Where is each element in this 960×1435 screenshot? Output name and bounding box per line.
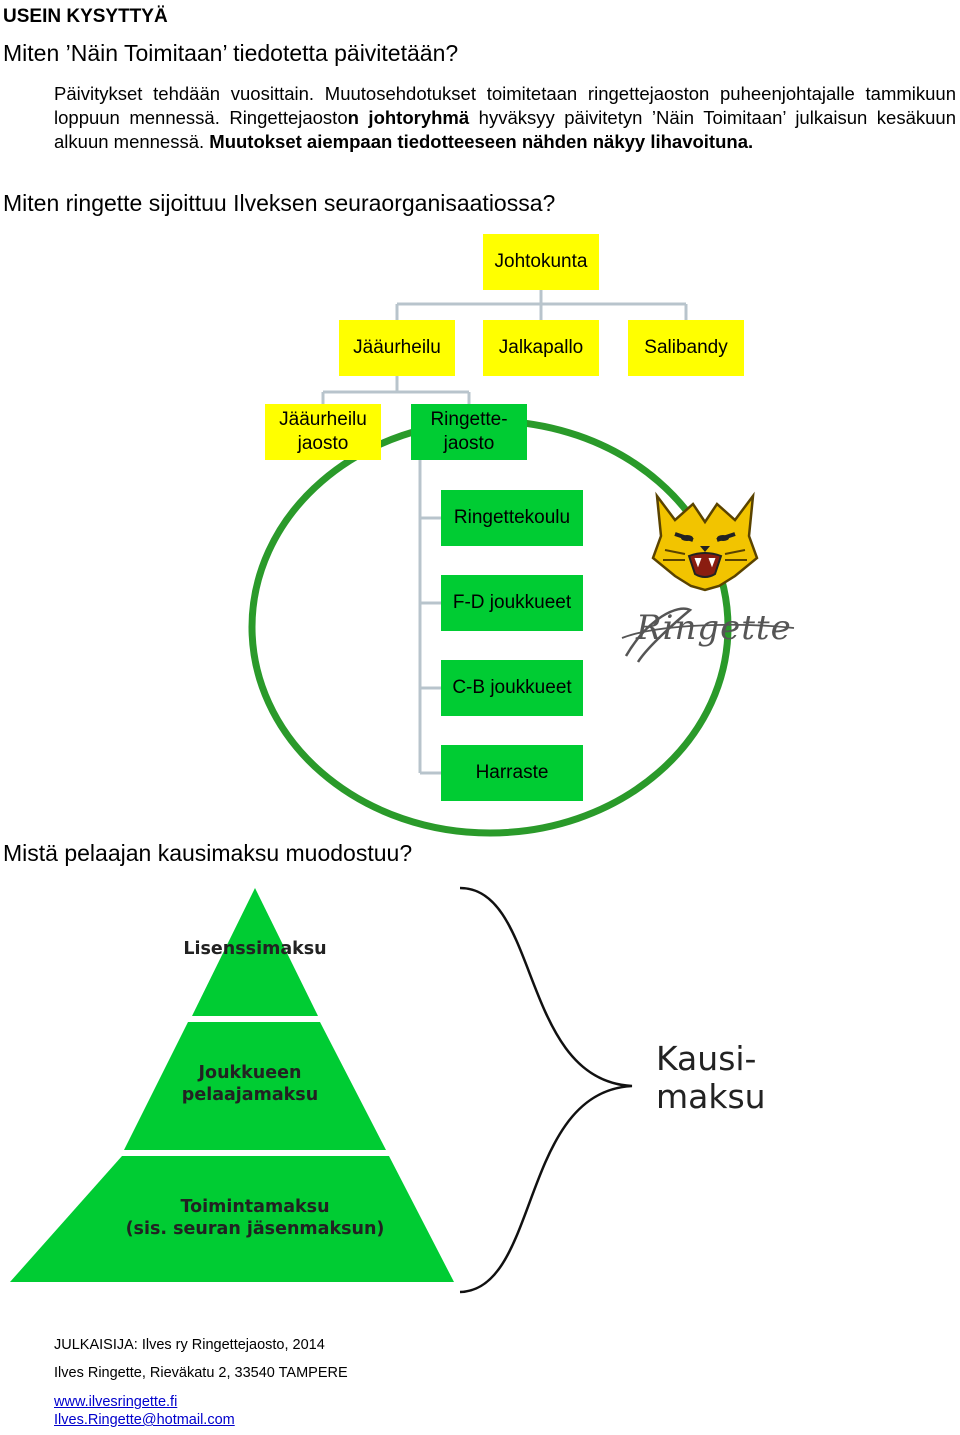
page-heading: USEIN KYSYTTYÄ bbox=[3, 6, 168, 27]
org-box-level3-0: Ringettekoulu bbox=[441, 490, 583, 546]
pyramid-label-middle-1: Joukkueen bbox=[198, 1063, 302, 1083]
ringette-logo-text: Ringette bbox=[636, 608, 792, 648]
org-box-level1-1: Jalkapallo bbox=[483, 320, 599, 376]
para-text-2: hyväksyy päivitetyn ’Näin Toimitaan’ jul… bbox=[54, 107, 956, 152]
brace-icon bbox=[459, 886, 633, 1294]
footer-address: Ilves Ringette, Rieväkatu 2, 33540 TAMPE… bbox=[54, 1365, 348, 1381]
fee-pyramid bbox=[10, 888, 454, 1282]
footer-email-link[interactable]: Ilves.Ringette@hotmail.com bbox=[54, 1412, 235, 1428]
season-fee-label-2: maksu bbox=[656, 1077, 766, 1116]
para-bold-1: n johtoryhmä bbox=[347, 107, 470, 128]
question-update: Miten ’Näin Toimitaan’ tiedotetta päivit… bbox=[3, 40, 459, 66]
ringette-logo-swirl bbox=[621, 607, 795, 663]
update-paragraph: Päivitykset tehdään vuosittain. Muutoseh… bbox=[54, 82, 956, 154]
org-box-level3-2: C-B joukkueet bbox=[441, 660, 583, 716]
pyramid-bottom bbox=[10, 1156, 454, 1282]
org-box-level3-1: F-D joukkueet bbox=[441, 575, 583, 631]
pyramid-top bbox=[192, 888, 318, 1016]
pyramid-label-middle: Joukkueen pelaajamaksu bbox=[140, 1062, 360, 1106]
pyramid-label-bottom-2: (sis. seuran jäsenmaksun) bbox=[125, 1219, 385, 1239]
season-fee-label-1: Kausi- bbox=[656, 1039, 757, 1078]
org-box-level2-0: Jääurheilu jaosto bbox=[265, 404, 381, 460]
pyramid-label-middle-2: pelaajamaksu bbox=[181, 1085, 319, 1105]
org-box-level1-2: Salibandy bbox=[628, 320, 744, 376]
ringette-logo: Ringette bbox=[618, 598, 798, 668]
org-connectors bbox=[321, 290, 688, 775]
para-bold-2: Muutokset aiempaan tiedotteeseen nähden … bbox=[209, 131, 754, 152]
footer-publisher: JULKAISIJA: Ilves ry Ringettejaosto, 201… bbox=[54, 1337, 325, 1353]
season-fee-label: Kausi- maksu bbox=[656, 1040, 766, 1116]
pyramid-label-bottom-1: Toimintamaksu bbox=[180, 1197, 330, 1217]
para-text-1: Päivitykset tehdään vuosittain. Muutoseh… bbox=[54, 83, 956, 128]
pyramid-middle bbox=[124, 1022, 386, 1150]
question-season-fee: Mistä pelaajan kausimaksu muodostuu? bbox=[3, 840, 413, 866]
pyramid-label-bottom: Toimintamaksu (sis. seuran jäsenmaksun) bbox=[100, 1196, 410, 1240]
org-box-level1-0: Jääurheilu bbox=[339, 320, 455, 376]
pyramid-label-top: Lisenssimaksu bbox=[183, 939, 327, 959]
org-box-level2-1: Ringette-jaosto bbox=[411, 404, 527, 460]
footer-website-link[interactable]: www.ilvesringette.fi bbox=[54, 1394, 178, 1410]
org-box-level3-3: Harraste bbox=[441, 745, 583, 801]
question-organisation: Miten ringette sijoittuu Ilveksen seurao… bbox=[3, 190, 556, 216]
org-box-root: Johtokunta bbox=[483, 234, 599, 290]
